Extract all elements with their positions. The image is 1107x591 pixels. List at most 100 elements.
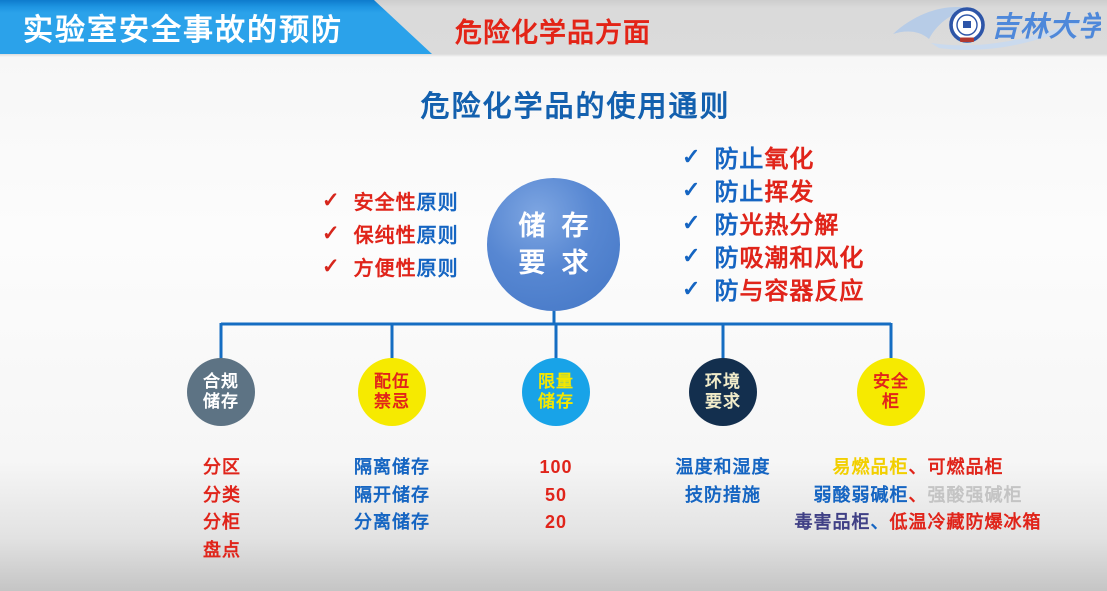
branch-item-segment: 分区 <box>203 457 241 477</box>
branch-label-line: 限量 <box>538 372 574 391</box>
branch-item: 20 <box>466 509 646 537</box>
branch-item: 温度和湿度 <box>633 454 813 482</box>
precaution-prefix: 防 <box>714 245 740 272</box>
branch-items-quantity-limited-storage: 100 50 20 <box>466 454 646 537</box>
branch-label-line: 禁忌 <box>374 392 410 411</box>
branch-item-segment: 弱酸弱碱柜 <box>813 484 909 505</box>
header-topic: 危险化学品方面 <box>455 18 651 48</box>
checkmark-icon: ✓ <box>322 255 341 278</box>
branch-item-segment: 可燃品柜 <box>927 457 1004 477</box>
principle-rest: 原则 <box>416 225 459 247</box>
precaution-item: ✓ 防止挥发 <box>682 173 864 207</box>
precaution-item: ✓ 防吸潮和风化 <box>682 239 865 273</box>
precaution-highlight: 氧化 <box>764 146 815 173</box>
branch-item: 分类 <box>132 482 312 510</box>
branch-item: 技防措施 <box>633 482 813 510</box>
branch-item-segment: 、 <box>908 484 928 505</box>
branch-item-segment: 20 <box>544 512 568 532</box>
precaution-prefix: 防止 <box>714 146 765 173</box>
principle-item: ✓ 保纯性原则 <box>322 217 459 250</box>
branch-item-segment: 分类 <box>203 484 241 505</box>
branch-circle-compliant-storage: 合规储存 <box>187 358 255 426</box>
precaution-prefix: 防 <box>714 278 740 305</box>
branch-item: 易燃品柜、可燃品柜 <box>748 454 1088 482</box>
branch-item: 50 <box>466 482 646 510</box>
branch-item-segment: 隔离储存 <box>354 457 430 477</box>
branch-item-segment: 分柜 <box>203 512 241 532</box>
banner-title: 实验室安全事故的预防 <box>23 14 343 47</box>
logo-seal-icon <box>949 7 985 43</box>
principles-checklist: ✓安全性原则✓保纯性原则✓方便性原则 <box>322 184 459 283</box>
branch-item-segment: 100 <box>539 457 573 477</box>
branch-item: 盘点 <box>132 537 312 565</box>
hub-label-line2: 要求 <box>518 247 605 278</box>
branch-label-line: 安全 <box>873 372 909 391</box>
precaution-highlight: 吸潮和风化 <box>739 245 865 272</box>
branch-label-line: 环境 <box>705 372 741 391</box>
header-banner: 实验室安全事故的预防 <box>0 0 432 54</box>
branch-circle-quantity-limited-storage: 限量储存 <box>522 358 590 426</box>
branch-circle-safety-cabinet: 安全柜 <box>857 358 925 426</box>
checkmark-icon: ✓ <box>682 176 702 202</box>
branch-item-segment: 技防措施 <box>685 484 761 505</box>
principle-rest: 原则 <box>416 258 459 280</box>
branch-item-segment: 易燃品柜 <box>832 457 909 477</box>
checkmark-icon: ✓ <box>682 275 702 301</box>
branch-item-segment: 温度和湿度 <box>675 457 771 477</box>
principle-highlight: 安全性 <box>353 192 417 214</box>
branch-item: 弱酸弱碱柜、强酸强碱柜 <box>748 482 1088 510</box>
precaution-highlight: 挥发 <box>764 179 815 206</box>
branch-items-incompatibility-taboo: 隔离储存隔开储存分离储存 <box>302 454 482 537</box>
principle-rest: 原则 <box>416 192 459 214</box>
checkmark-icon: ✓ <box>322 222 341 245</box>
precaution-highlight: 光热分解 <box>739 212 840 239</box>
precaution-highlight: 与容器反应 <box>739 278 865 305</box>
branch-item-segment: 分离储存 <box>354 512 430 532</box>
checkmark-icon: ✓ <box>322 189 341 212</box>
principle-highlight: 保纯性 <box>353 225 417 247</box>
precautions-checklist: ✓防止氧化✓防止挥发✓防光热分解✓防吸潮和风化✓防与容器反应 <box>682 140 865 306</box>
storage-requirements-hub: 储存 要求 <box>487 178 620 311</box>
branch-label-line: 储存 <box>203 392 239 411</box>
branch-label-line: 配伍 <box>374 372 410 391</box>
branch-items-compliant-storage: 分区分类分柜盘点 <box>132 454 312 564</box>
precaution-prefix: 防止 <box>714 179 765 206</box>
branch-circle-environment-requirements: 环境要求 <box>689 358 757 426</box>
branch-label-line: 储存 <box>538 392 574 411</box>
branch-item: 100 <box>466 454 646 482</box>
checkmark-icon: ✓ <box>682 143 702 169</box>
precaution-item: ✓ 防与容器反应 <box>682 272 865 306</box>
university-logo: 吉林大学 <box>879 0 1107 52</box>
precaution-prefix: 防 <box>714 212 740 239</box>
precaution-item: ✓ 防止氧化 <box>682 140 864 174</box>
branch-item: 隔离储存 <box>302 454 482 482</box>
hub-label-line1: 储存 <box>518 210 605 241</box>
branch-item-segment: 强酸强碱柜 <box>927 484 1023 505</box>
branch-label-line: 柜 <box>882 392 900 411</box>
precaution-item: ✓ 防光热分解 <box>682 206 864 240</box>
checkmark-icon: ✓ <box>682 209 702 235</box>
branch-item: 分离储存 <box>302 509 482 537</box>
branch-label-line: 合规 <box>203 372 239 391</box>
branch-label-line: 要求 <box>705 392 741 411</box>
principle-item: ✓方便性原则 <box>322 250 459 283</box>
branch-items-safety-cabinet: 易燃品柜、可燃品柜弱酸弱碱柜、强酸强碱柜毒害品柜、低温冷藏防爆冰箱 <box>748 454 1088 537</box>
branch-circle-incompatibility-taboo: 配伍禁忌 <box>358 358 426 426</box>
branch-item-segment: 毒害品柜 <box>794 512 871 532</box>
logo-text: 吉林大学 <box>991 10 1101 43</box>
branch-item-segment: 、 <box>870 512 890 532</box>
branch-item: 毒害品柜、低温冷藏防爆冰箱 <box>748 509 1088 537</box>
branch-items-environment-requirements: 温度和湿度技防措施 <box>633 454 813 509</box>
branch-item-segment: 隔开储存 <box>354 484 430 505</box>
logo-swoosh-icon <box>893 7 1095 50</box>
principle-item: ✓ 安全性原则 <box>322 184 459 217</box>
branch-item-segment: 50 <box>544 484 568 505</box>
branch-item: 分区 <box>132 454 312 482</box>
branch-item: 隔开储存 <box>302 482 482 510</box>
branch-item-segment: 、 <box>908 457 928 477</box>
branch-item-segment: 盘点 <box>203 539 241 560</box>
branch-item-segment: 低温冷藏防爆冰箱 <box>889 512 1042 532</box>
branch-item: 分柜 <box>132 509 312 537</box>
checkmark-icon: ✓ <box>682 242 702 268</box>
